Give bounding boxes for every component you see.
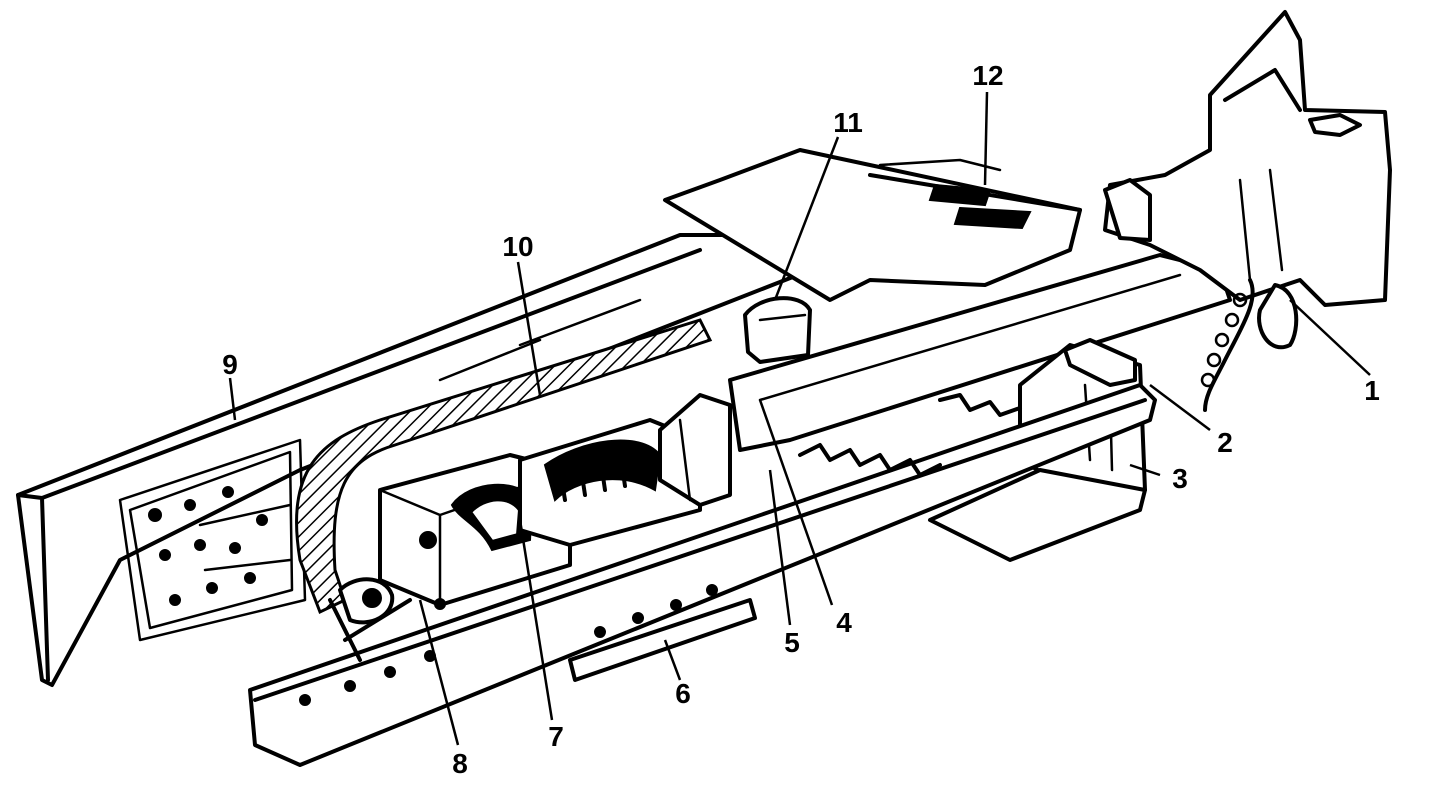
coupler-shank [728,253,1232,452]
coupler-head [1103,10,1392,307]
callout-12: 12 [972,60,1003,91]
leader-5 [768,469,792,626]
center-sill [16,233,902,687]
leader-10 [516,261,542,396]
callout-5: 5 [784,627,800,658]
callout-leader-lines [228,91,1371,746]
callout-labels: 1 2 3 4 5 6 7 8 9 10 11 12 [222,60,1380,779]
leader-3 [1129,463,1161,477]
callout-10: 10 [502,231,533,262]
callout-11: 11 [833,107,863,138]
friction-spring-coil [518,418,702,547]
callout-8: 8 [452,748,468,779]
callout-2: 2 [1217,427,1233,458]
leader-6 [663,639,682,681]
leader-7 [518,519,554,721]
uncoupling-chain [1200,278,1299,412]
yoke [295,298,713,615]
lower-bar-rivets [299,584,718,706]
callout-3: 3 [1172,463,1188,494]
callout-9: 9 [222,349,238,380]
callout-1: 1 [1364,375,1380,406]
front-follower [658,393,732,507]
leader-8 [418,599,460,746]
leader-2 [1149,384,1211,431]
callout-7: 7 [548,721,564,752]
coupler-key [743,296,812,364]
leader-11 [773,136,840,301]
yoke-pin [328,577,412,662]
leader-9 [228,377,237,421]
leader-1 [1289,299,1371,376]
draft-lug-bar [248,383,1157,767]
callout-6: 6 [675,678,691,709]
sill-end-plate-rivets [148,486,292,606]
callout-4: 4 [836,607,852,638]
leader-12 [983,91,989,186]
draft-lugs [798,393,1022,477]
leader-4 [758,399,834,606]
striker-casting-top-plate [663,148,1082,302]
